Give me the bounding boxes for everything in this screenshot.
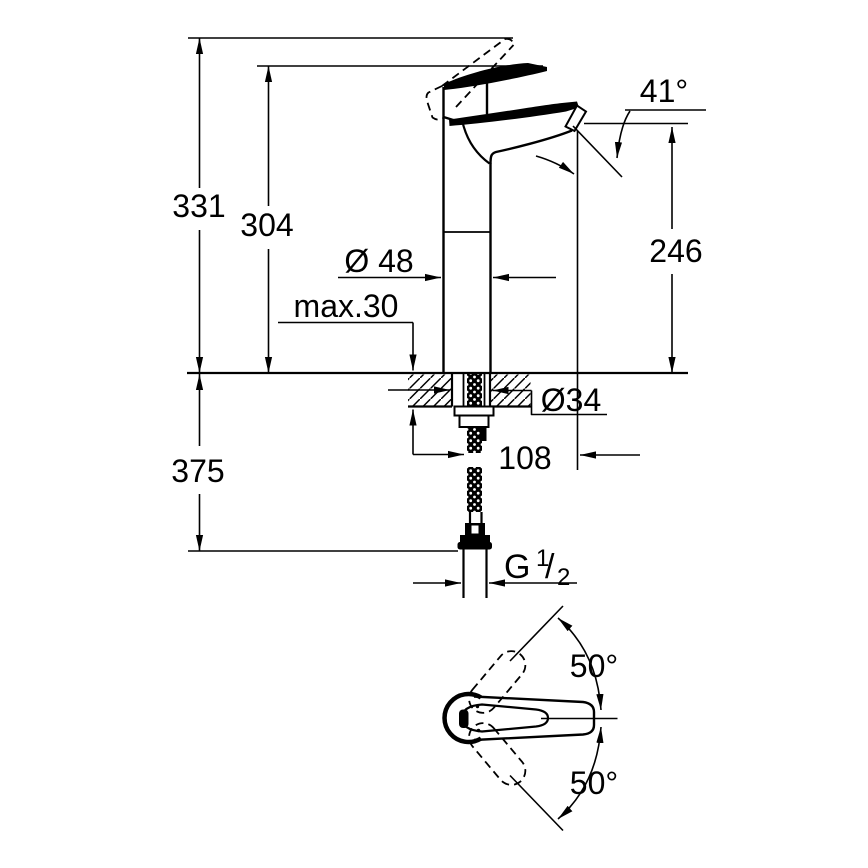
- dim-text-41deg: 41°: [640, 73, 688, 109]
- dim-text-dia34: Ø34: [541, 382, 601, 418]
- dim-text-375: 375: [171, 453, 224, 489]
- angle-ref-line-41: [572, 125, 623, 178]
- dim-text-dia48: Ø 48: [344, 243, 413, 279]
- hose-braid-middle: [467, 467, 482, 512]
- handle-dot-bottom: [476, 728, 481, 733]
- spout-top-blade: [449, 101, 579, 126]
- thread-label-numerator: 1: [536, 545, 549, 572]
- swing-line-lower: [509, 774, 564, 832]
- mounting-shank-and-hose: [450, 374, 495, 598]
- handle-top-view: 50° 50°: [442, 605, 618, 832]
- dimension-annotations: 331 304 246 41° Ø 48 max.30 Ø34 108: [171, 37, 706, 591]
- lever-handle-blade: [444, 63, 547, 90]
- shank-stub: [479, 427, 487, 441]
- hose-crimp-band: [460, 535, 490, 543]
- swing-arc-upper: [557, 617, 604, 711]
- faucet-side-view: [425, 37, 588, 373]
- leader-dia34: [530, 390, 607, 416]
- angle-arc-41: [614, 110, 631, 159]
- spout-flow-arc: [535, 155, 575, 175]
- dim-text-246: 246: [649, 233, 702, 269]
- dim-text-max30: max.30: [294, 288, 399, 324]
- hose-crimp-flare: [457, 542, 492, 550]
- thread-label-denominator: 2: [557, 564, 570, 591]
- handle-logo-mark: [459, 709, 469, 728]
- thread-label-prefix: G: [504, 548, 530, 586]
- swing-line-upper: [509, 605, 564, 662]
- mounting-washer: [453, 405, 495, 417]
- handle-dot-top: [475, 704, 480, 709]
- dim-text-50deg-upper: 50°: [570, 648, 618, 684]
- handle-knob-outline: [442, 691, 483, 745]
- hose-crimp-window: [471, 525, 479, 534]
- handle-lever-inner-outline: [460, 703, 550, 733]
- handle-raised-dashed: [468, 650, 527, 714]
- dim-text-304: 304: [240, 207, 293, 243]
- thread-label-slash: /: [545, 548, 555, 586]
- cartridge-dome-curve: [461, 123, 491, 165]
- thread-label-g-half: G 1 / 2: [504, 545, 570, 591]
- mounting-nut: [458, 414, 490, 428]
- dim-text-331: 331: [172, 188, 225, 224]
- dim-text-50deg-lower: 50°: [570, 765, 618, 801]
- handle-lowered-dashed: [468, 722, 527, 786]
- dim-text-108: 108: [498, 440, 551, 476]
- swing-arc-lower: [557, 726, 604, 820]
- spout-underside: [489, 129, 573, 165]
- lever-raised-dashed-outline: [425, 37, 515, 121]
